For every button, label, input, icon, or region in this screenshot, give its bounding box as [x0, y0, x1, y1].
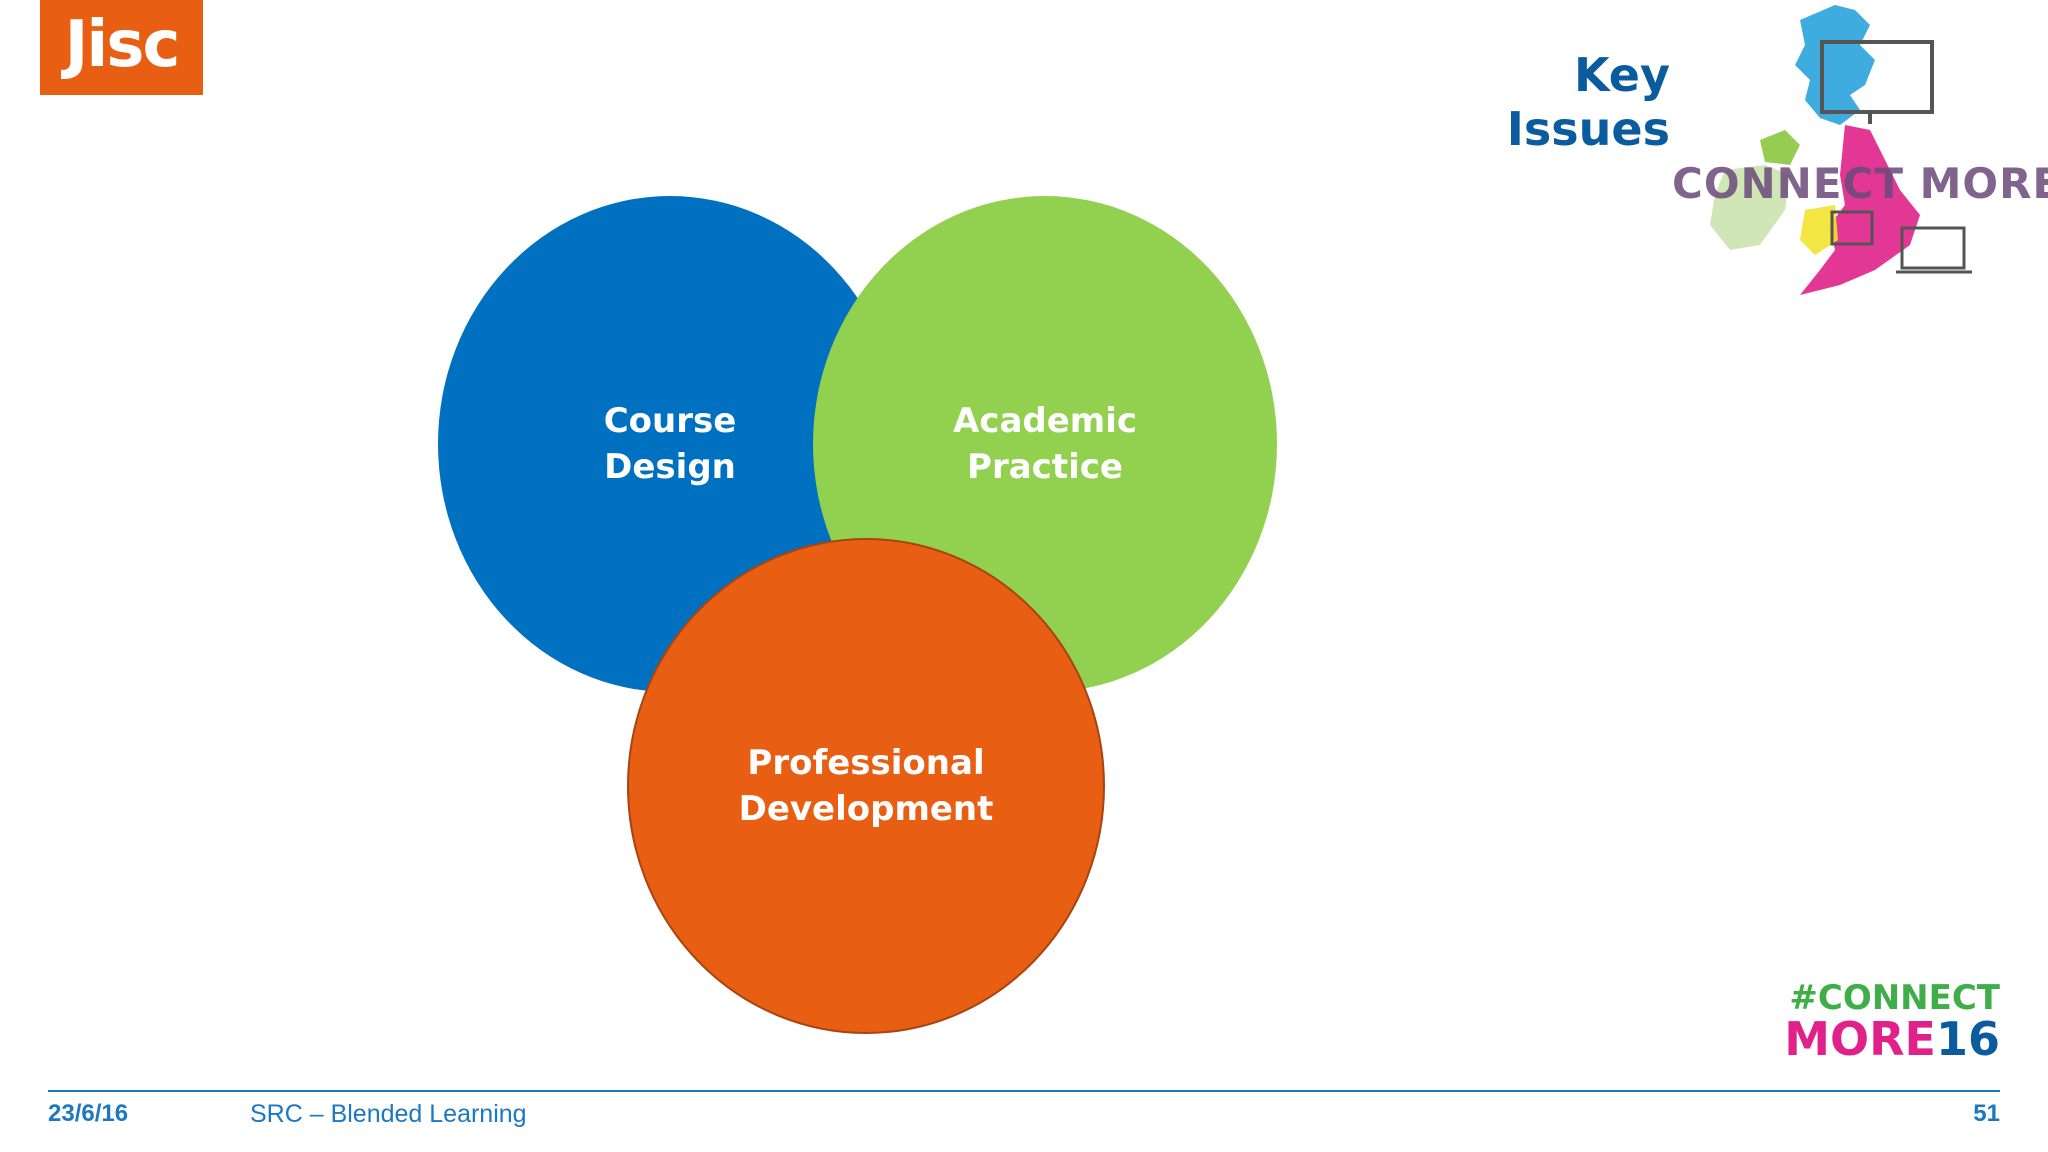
- map-scotland: [1795, 5, 1875, 125]
- label-academic-practice-line1: Academic: [952, 401, 1138, 441]
- jisc-logo: Jisc: [40, 0, 203, 95]
- monitor-icon: [1820, 40, 1934, 114]
- label-academic-practice-line2: Practice: [967, 447, 1123, 487]
- footer-date: 23/6/16: [48, 1100, 129, 1127]
- map-wales: [1800, 205, 1838, 255]
- map-logo-text: CONNECT MORE: [1672, 159, 2048, 208]
- map-england: [1800, 125, 1920, 295]
- label-course-design-line1: Course: [603, 401, 737, 441]
- connect-more-hashtag: #CONNECT MORE16: [1770, 980, 2000, 1062]
- hashtag-more: MORE: [1784, 1012, 1936, 1066]
- page-number: 51: [1973, 1100, 2000, 1127]
- footer-title: SRC – Blended Learning: [250, 1100, 527, 1128]
- label-professional-development-line1: Professional: [747, 743, 985, 783]
- tablet-icon: [1830, 210, 1874, 246]
- footer-divider: [48, 1090, 2000, 1092]
- laptop-icon: [1900, 226, 1966, 270]
- circle-professional-development: [627, 538, 1105, 1034]
- map-ireland: [1710, 165, 1790, 250]
- hashtag-year: 16: [1935, 1012, 2000, 1066]
- map-northern-ireland: [1760, 130, 1800, 165]
- label-academic-practice: Academic Practice: [953, 398, 1137, 490]
- label-professional-development-line2: Development: [738, 789, 994, 829]
- label-professional-development: Professional Development: [739, 740, 994, 832]
- label-course-design-line2: Design: [604, 447, 736, 487]
- hashtag-line1: #CONNECT: [1789, 978, 2000, 1018]
- connect-more-map-logo: CONNECT MORE: [1672, 5, 2048, 295]
- slide-title: Key Issues: [1506, 48, 1670, 156]
- label-course-design: Course Design: [604, 398, 737, 490]
- jisc-logo-text: Jisc: [64, 7, 181, 82]
- hashtag-line2: MORE16: [1770, 1016, 2000, 1062]
